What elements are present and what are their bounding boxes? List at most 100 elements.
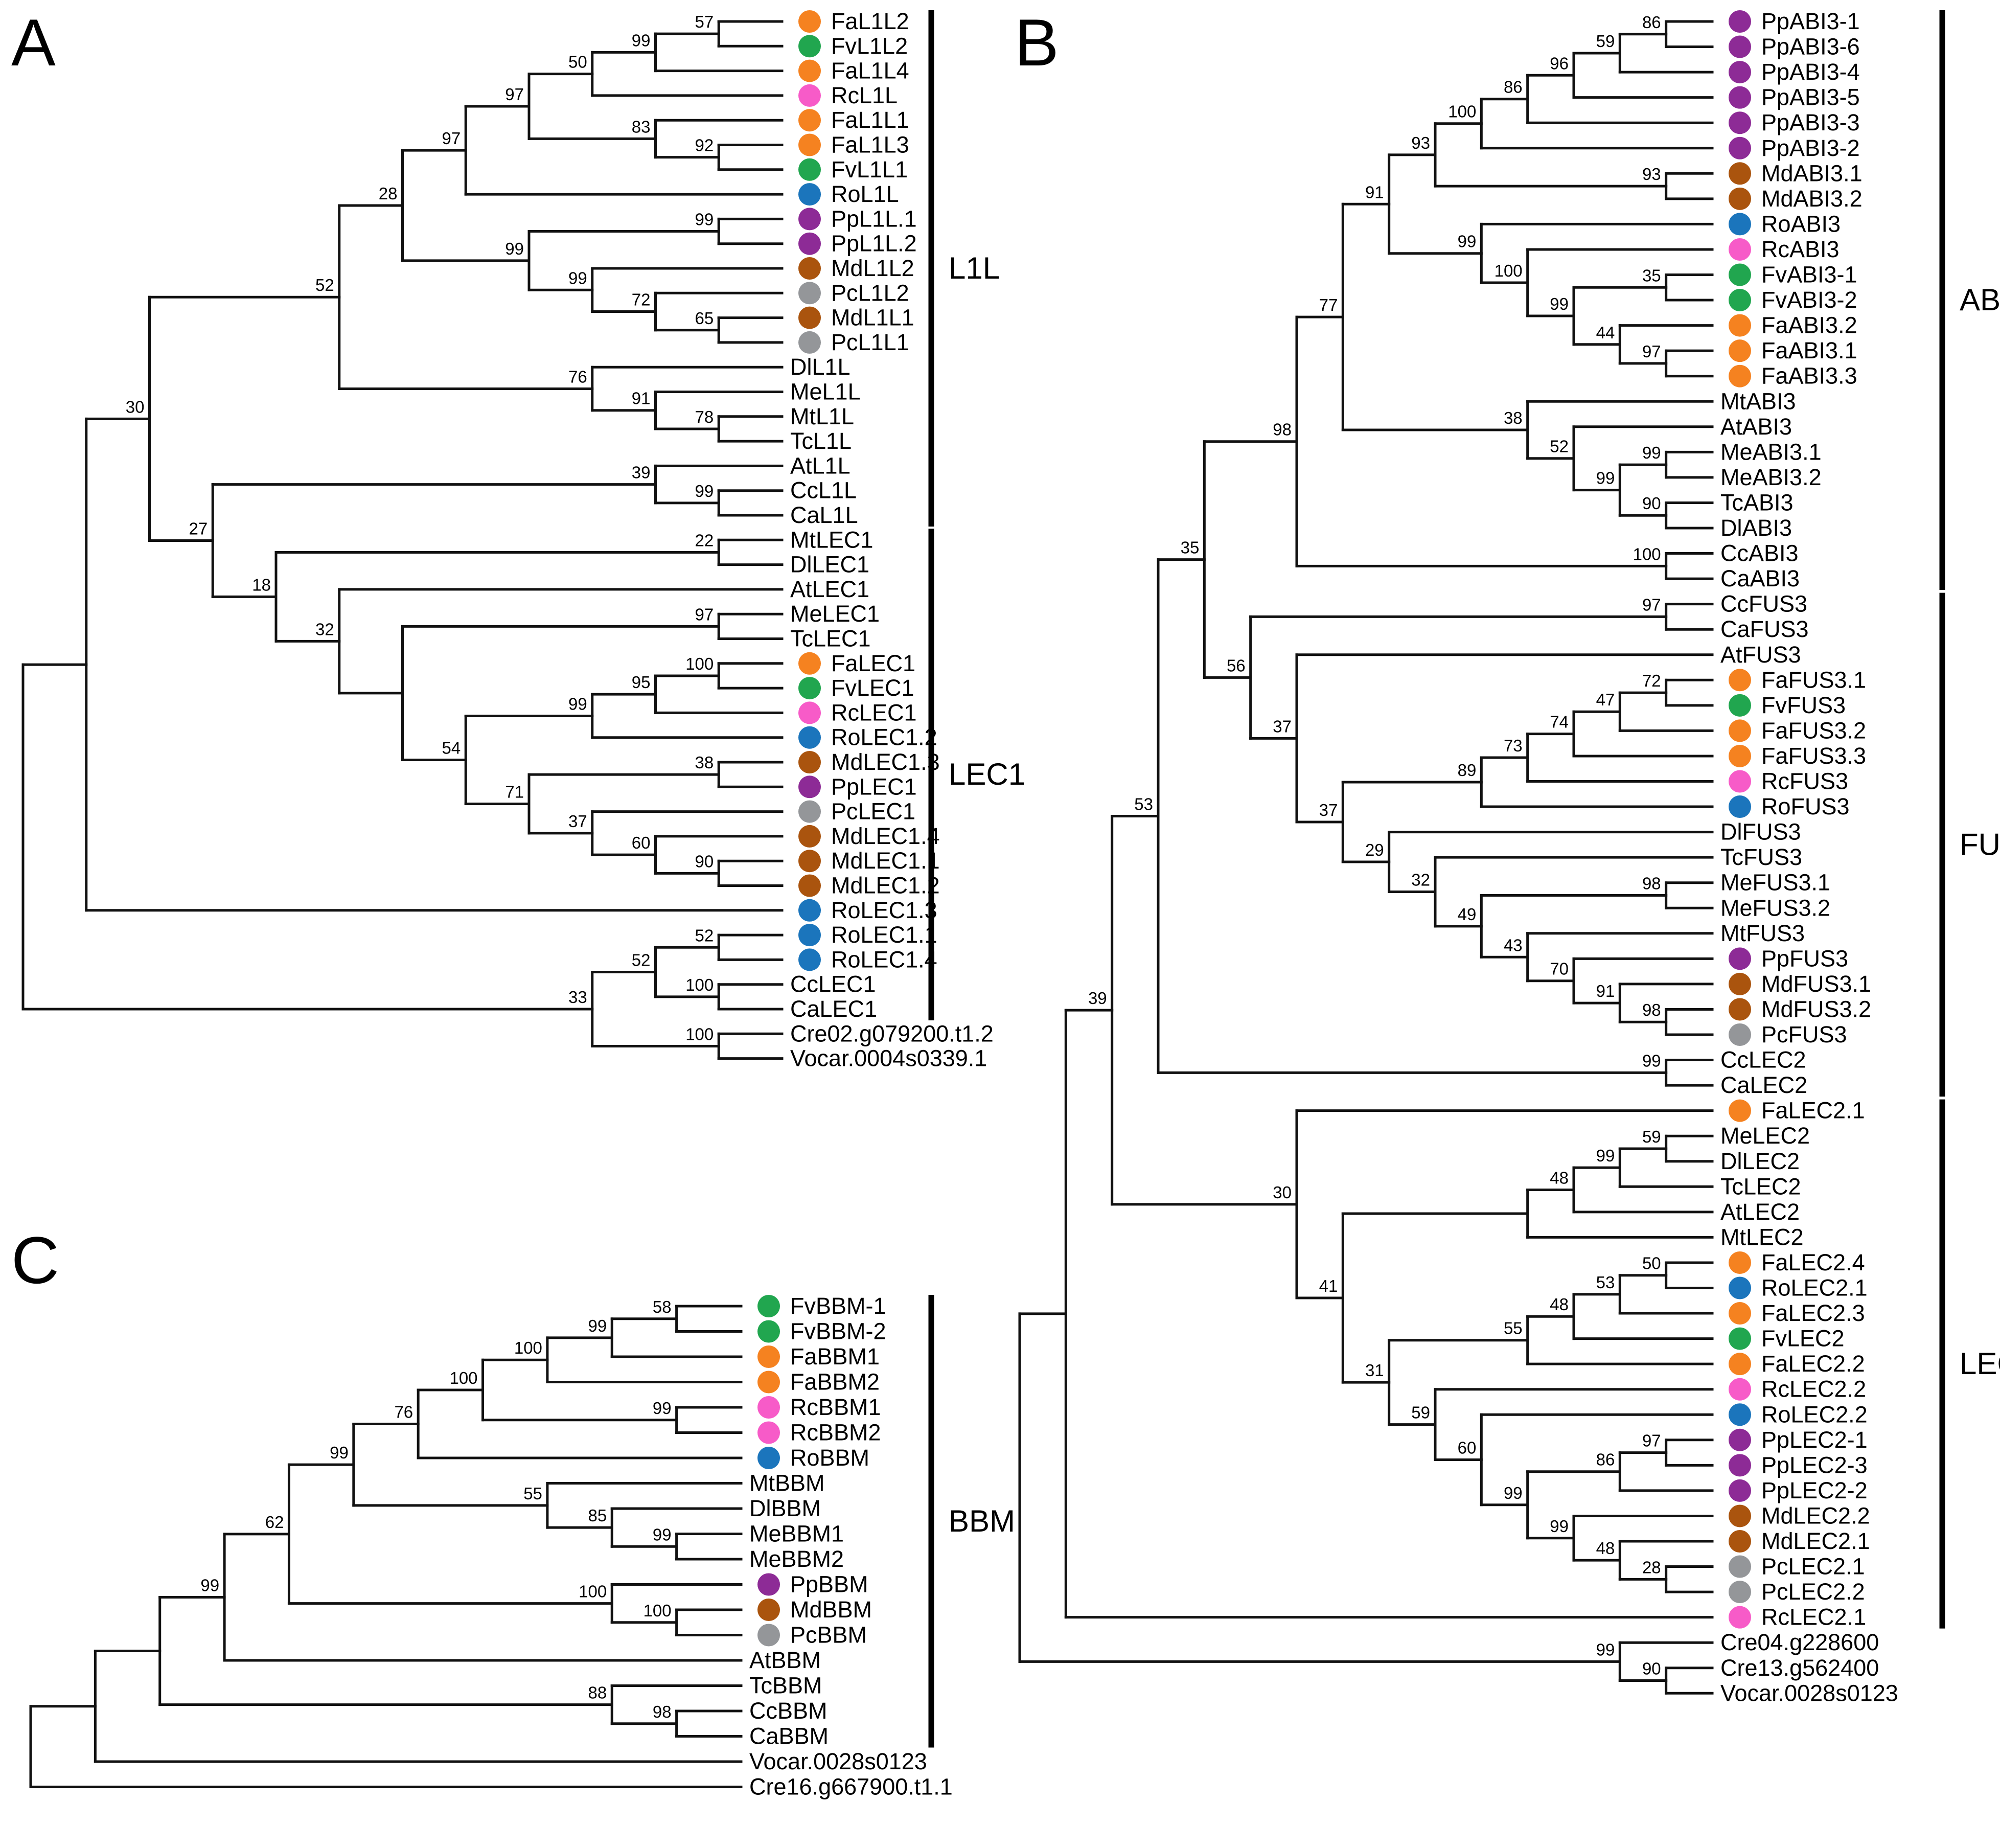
taxon-label: RoFUS3 [1761, 793, 1850, 819]
support-value: 38 [1504, 408, 1523, 427]
support-value: 99 [1596, 1146, 1615, 1165]
taxon-dot-pc [1729, 1023, 1751, 1046]
taxon-dot-fv [757, 1320, 780, 1343]
support-value: 100 [685, 975, 714, 994]
taxon-label: Vocar.0028s0123 [1720, 1680, 1898, 1706]
support-value: 91 [632, 389, 651, 408]
taxon-label: FaL1L4 [831, 58, 909, 84]
taxon-dot-ro [798, 183, 821, 206]
taxon-label: MtABI3 [1720, 388, 1796, 414]
taxon-dot-fv [1729, 289, 1751, 312]
taxon-label: MeABI3.1 [1720, 439, 1822, 465]
support-value: 47 [1596, 690, 1615, 709]
taxon-dot-fa [757, 1371, 780, 1394]
taxon-label: TcLEC1 [790, 626, 871, 652]
support-value: 52 [315, 276, 334, 294]
taxon-dot-md [798, 257, 821, 280]
taxon-dot-pp [1729, 35, 1751, 58]
support-value: 30 [1273, 1183, 1292, 1202]
taxon-dot-fv [798, 158, 821, 181]
support-value: 48 [1550, 1295, 1569, 1314]
support-value: 97 [695, 605, 714, 624]
support-value: 32 [315, 620, 334, 638]
taxon-label: PpLEC2-2 [1761, 1477, 1868, 1503]
support-value: 99 [1550, 1517, 1569, 1536]
support-value: 52 [1550, 437, 1569, 456]
taxon-dot-rc [1729, 770, 1751, 793]
support-value: 55 [523, 1484, 542, 1503]
taxon-label: FaLEC2.3 [1761, 1300, 1865, 1326]
taxon-label: AtL1L [790, 452, 850, 478]
taxon-label: FvFUS3 [1761, 692, 1846, 718]
taxon-label: CaFUS3 [1720, 616, 1809, 642]
support-value: 99 [1642, 443, 1661, 462]
taxon-label: RoBBM [790, 1445, 869, 1471]
taxon-dot-md [1729, 1504, 1751, 1527]
taxon-dot-fv [798, 35, 821, 58]
taxon-label: FaFUS3.2 [1761, 717, 1866, 743]
support-value: 90 [695, 852, 714, 871]
taxon-label: DlLEC1 [790, 552, 869, 578]
taxon-dot-pc [1729, 1555, 1751, 1578]
taxon-label: RoL1L [831, 181, 899, 207]
taxon-label: MtLEC1 [790, 527, 873, 553]
support-value: 90 [1642, 1659, 1661, 1678]
taxon-dot-fv [1729, 263, 1751, 286]
panel-B-tree: PpABI3-1PpABI3-686PpABI3-459PpABI3-596Pp… [1018, 8, 2000, 1706]
taxon-label: MdLEC1.3 [831, 749, 940, 775]
support-value: 54 [442, 738, 461, 757]
taxon-dot-md [1729, 162, 1751, 185]
support-value: 74 [1550, 713, 1569, 732]
taxon-dot-ro [1729, 213, 1751, 236]
taxon-label: CcLEC1 [790, 971, 876, 997]
panel-c-letter: C [11, 1223, 59, 1297]
taxon-dot-ro [798, 726, 821, 749]
taxon-label: RoLEC1.1 [831, 922, 937, 948]
taxon-label: DlLEC2 [1720, 1148, 1800, 1174]
taxon-dot-md [1729, 187, 1751, 210]
taxon-label: MdLEC1.4 [831, 823, 940, 849]
support-value: 95 [632, 673, 651, 692]
taxon-label: FaFUS3.3 [1761, 743, 1866, 769]
clade-label: LEC1 [949, 757, 1025, 791]
taxon-dot-md [798, 825, 821, 848]
support-value: 62 [265, 1513, 284, 1532]
taxon-label: FaLEC2.2 [1761, 1351, 1865, 1377]
taxon-dot-fa [1729, 1353, 1751, 1376]
taxon-label: Cre16.g667900.t1.1 [749, 1774, 953, 1800]
taxon-dot-pp [1729, 947, 1751, 970]
support-value: 97 [1642, 342, 1661, 361]
taxon-dot-md [757, 1599, 780, 1621]
taxon-label: RoLEC1.2 [831, 724, 937, 750]
taxon-label: FaL1L2 [831, 8, 909, 34]
taxon-dot-ro [757, 1447, 780, 1469]
taxon-label: MdLEC2.1 [1761, 1528, 1870, 1554]
taxon-dot-pc [1729, 1581, 1751, 1604]
taxon-label: MdFUS3.2 [1761, 996, 1871, 1022]
taxon-label: FaBBM2 [790, 1369, 880, 1395]
support-value: 48 [1596, 1539, 1615, 1558]
taxon-dot-md [1729, 998, 1751, 1021]
taxon-dot-fa [1729, 719, 1751, 742]
taxon-dot-pc [757, 1624, 780, 1647]
support-value: 39 [1088, 989, 1107, 1008]
taxon-label: FvBBM-1 [790, 1293, 886, 1319]
support-value: 44 [1596, 323, 1615, 342]
support-value: 41 [1319, 1276, 1338, 1295]
taxon-label: RoLEC2.1 [1761, 1275, 1868, 1301]
support-value: 39 [632, 463, 651, 482]
support-value: 37 [568, 812, 587, 831]
support-value: 97 [505, 85, 524, 104]
taxon-label: PpLEC1 [831, 773, 917, 800]
taxon-dot-fa [1729, 364, 1751, 387]
taxon-label: CaABI3 [1720, 565, 1800, 591]
clade-label: LEC2 [1960, 1347, 2000, 1381]
taxon-label: PcL1L2 [831, 280, 909, 306]
taxon-label: PpABI3-5 [1761, 84, 1860, 110]
support-value: 90 [1642, 494, 1661, 513]
support-value: 99 [568, 268, 587, 287]
support-value: 28 [1642, 1558, 1661, 1577]
taxon-label: CcFUS3 [1720, 591, 1807, 617]
taxon-label: Cre13.g562400 [1720, 1655, 1879, 1681]
